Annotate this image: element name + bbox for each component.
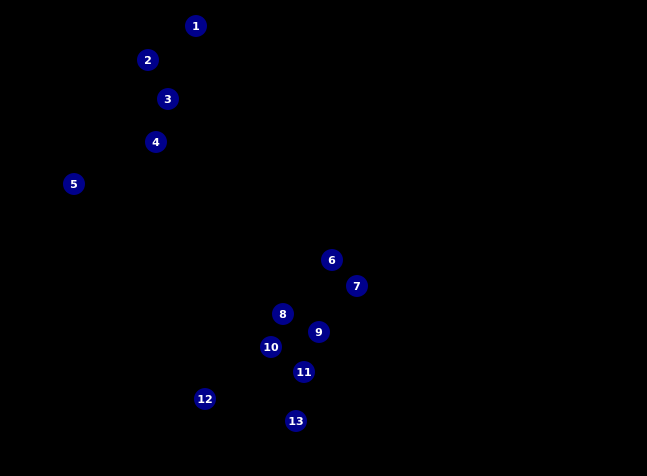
numbered-marker-9[interactable]: 9 xyxy=(308,321,330,343)
numbered-marker-7[interactable]: 7 xyxy=(346,275,368,297)
numbered-marker-2[interactable]: 2 xyxy=(137,49,159,71)
numbered-marker-8[interactable]: 8 xyxy=(272,303,294,325)
numbered-marker-1[interactable]: 1 xyxy=(185,15,207,37)
numbered-marker-4[interactable]: 4 xyxy=(145,131,167,153)
numbered-marker-6[interactable]: 6 xyxy=(321,249,343,271)
numbered-marker-13[interactable]: 13 xyxy=(285,410,307,432)
numbered-marker-10[interactable]: 10 xyxy=(260,336,282,358)
numbered-marker-12[interactable]: 12 xyxy=(194,388,216,410)
numbered-marker-3[interactable]: 3 xyxy=(157,88,179,110)
numbered-marker-11[interactable]: 11 xyxy=(293,361,315,383)
numbered-marker-5[interactable]: 5 xyxy=(63,173,85,195)
